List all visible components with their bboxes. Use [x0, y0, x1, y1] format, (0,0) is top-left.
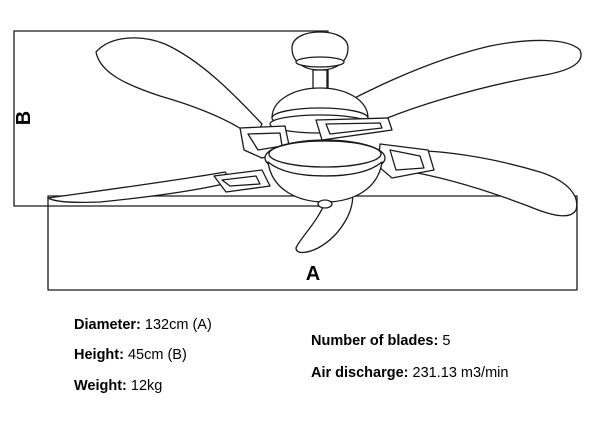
- spec-height: Height: 45cm (B): [74, 346, 187, 364]
- spec-blades: Number of blades: 5: [311, 332, 450, 350]
- fan-blade-right: [397, 149, 578, 217]
- fan-blade-back-left: [95, 37, 263, 139]
- spec-air-discharge: Air discharge: 231.13 m3/min: [311, 364, 508, 382]
- spec-weight-label: Weight:: [74, 378, 127, 394]
- spec-height-label: Height:: [74, 347, 124, 363]
- fan-light-bowl: [267, 161, 383, 203]
- height-marker-label: B: [13, 110, 35, 126]
- spec-diameter-label: Diameter:: [74, 317, 141, 333]
- spec-blades-label: Number of blades:: [311, 333, 439, 349]
- spec-weight: Weight: 12kg: [74, 377, 162, 395]
- spec-diameter: Diameter: 132cm (A): [74, 316, 212, 334]
- spec-height-value: 45cm (B): [127, 347, 187, 363]
- spec-blades-value: 5: [442, 333, 451, 349]
- fan-light-finial: [317, 199, 333, 209]
- spec-air-discharge-label: Air discharge:: [311, 365, 409, 381]
- fan-blade-left: [47, 171, 233, 204]
- fan-blade-top-right: [304, 39, 582, 131]
- spec-air-discharge-value: 231.13 m3/min: [412, 365, 509, 381]
- spec-diameter-value: 132cm (A): [144, 317, 212, 333]
- fan-blade-front-lower: [295, 189, 354, 254]
- diameter-marker-label: A: [305, 263, 321, 285]
- spec-weight-value: 12kg: [130, 378, 163, 394]
